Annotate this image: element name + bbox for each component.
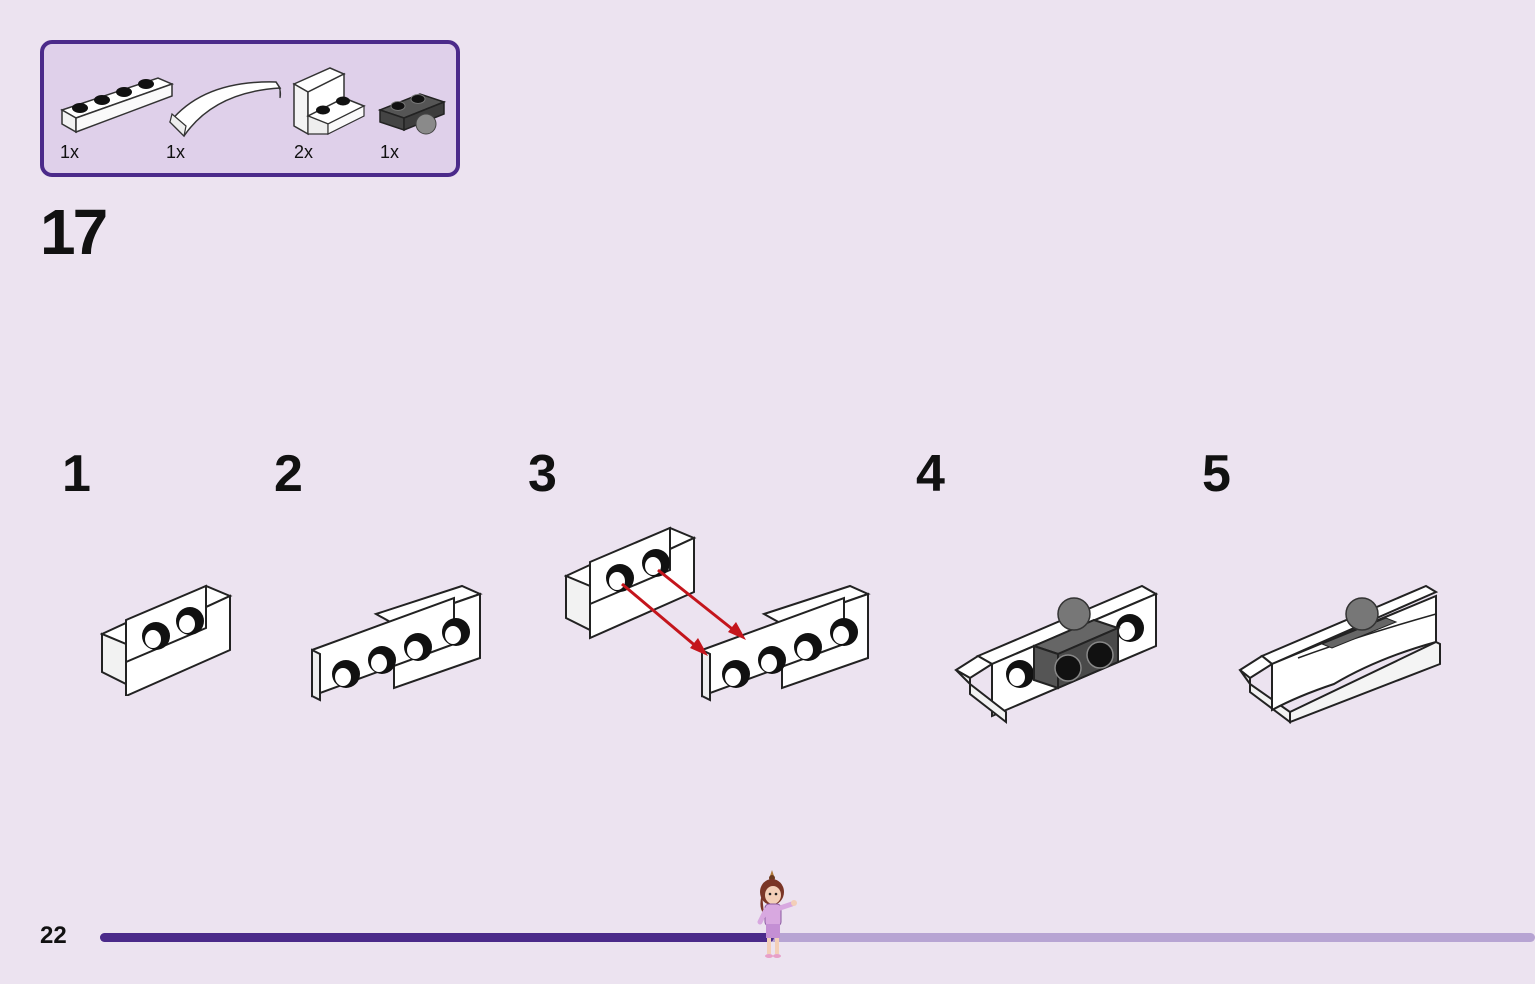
substep-number-2: 2 [274, 445, 303, 503]
plate-with-ball-icon [377, 93, 447, 135]
step-number: 17 [40, 196, 108, 268]
bracket-icon [292, 67, 366, 136]
part-qty-4: 1x [380, 142, 400, 162]
build-step-4-image [954, 584, 1159, 725]
mascot-figure-icon [757, 870, 797, 958]
part-qty-3: 2x [294, 142, 314, 162]
progress-bar-fill [100, 933, 774, 942]
build-step-5-image [1238, 584, 1441, 724]
substep-number-4: 4 [916, 445, 945, 503]
plate-1x4-icon [60, 77, 175, 134]
substep-number-3: 3 [528, 445, 557, 503]
page-number: 22 [40, 922, 67, 949]
build-step-2-image [311, 584, 483, 702]
build-step-1-image [100, 584, 233, 696]
build-step-3-image [564, 526, 871, 702]
part-qty-1: 1x [60, 142, 80, 162]
part-qty-2: 1x [166, 142, 186, 162]
progress-bar [100, 933, 1535, 942]
parts-list-box: 1x 1x 2x 1x [40, 40, 460, 177]
curved-slope-icon [168, 81, 282, 138]
substep-number-5: 5 [1202, 445, 1231, 503]
substep-number-1: 1 [62, 445, 91, 503]
